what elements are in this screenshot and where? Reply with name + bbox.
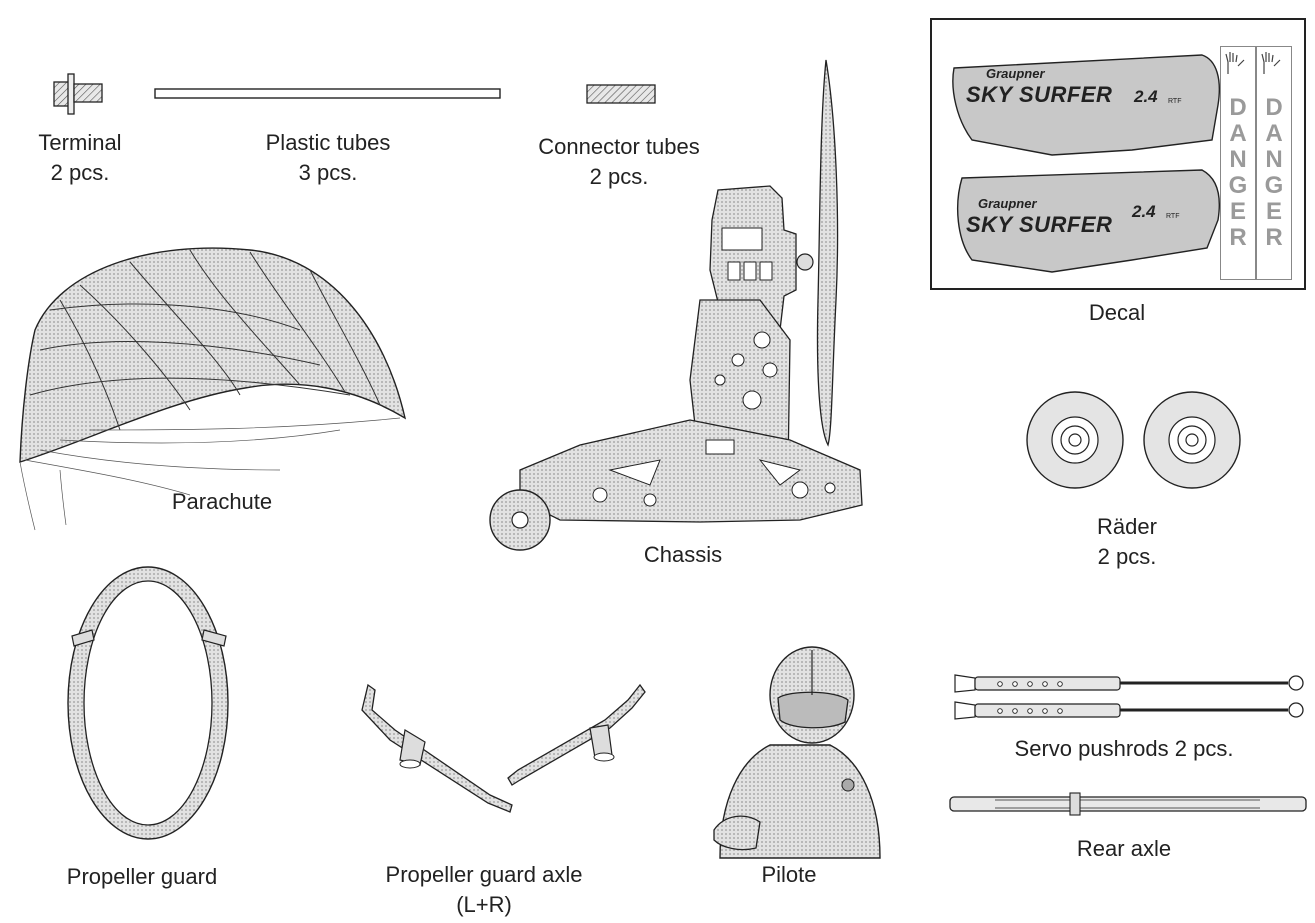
chassis-label: Chassis	[643, 542, 723, 567]
connector-tube-part	[586, 84, 656, 104]
wheel-part	[1143, 391, 1241, 489]
decal-version-bottom: 2.4	[1132, 202, 1156, 221]
terminal-label: Terminal 2 pcs.	[38, 130, 122, 185]
decal-sheet: Graupner SKY SURFER 2.4 RTF Graupner SKY…	[930, 18, 1306, 290]
servo-pushrod-part	[954, 674, 1304, 693]
propeller-guard-part	[67, 566, 229, 840]
decal-model-top: SKY SURFER	[966, 82, 1113, 107]
rear-axle-part	[949, 792, 1307, 816]
decal-label: Decal	[1088, 300, 1146, 325]
danger-strip-right: D A N G E R	[1256, 46, 1292, 280]
decal-brand-bottom: Graupner	[978, 196, 1037, 211]
danger-strip-left: D A N G E R	[1220, 46, 1256, 280]
propeller-guard-label: Propeller guard	[66, 864, 218, 889]
pilot-part	[713, 646, 881, 859]
decal-brand-top: Graupner	[986, 66, 1045, 81]
rear-axle-label: Rear axle	[1076, 836, 1172, 861]
plastic-tubes-label: Plastic tubes 3 pcs.	[265, 130, 391, 185]
decal-suffix-bottom: RTF	[1166, 213, 1180, 220]
servo-pushrods-label: Servo pushrods 2 pcs.	[1014, 736, 1234, 761]
decal-model-bottom: SKY SURFER	[966, 212, 1113, 237]
parachute-label: Parachute	[171, 489, 273, 514]
chassis-part	[489, 59, 863, 551]
decal-suffix-top: RTF	[1168, 98, 1182, 105]
wheels-label: Räder 2 pcs.	[1097, 514, 1157, 569]
plastic-tube-part	[154, 88, 501, 99]
propeller-guard-axle-part	[361, 683, 646, 813]
hand-icons	[1225, 52, 1281, 74]
pilot-label: Pilote	[761, 862, 817, 887]
propeller-guard-axle-label: Propeller guard axle (L+R)	[385, 862, 583, 917]
servo-pushrod-part	[954, 701, 1304, 720]
parachute-part	[19, 247, 407, 531]
wheel-part	[1026, 391, 1124, 489]
terminal-part	[53, 73, 103, 115]
connector-tubes-label: Connector tubes 2 pcs.	[538, 134, 700, 189]
decal-shapes	[952, 54, 1220, 273]
decal-version-top: 2.4	[1134, 87, 1158, 106]
